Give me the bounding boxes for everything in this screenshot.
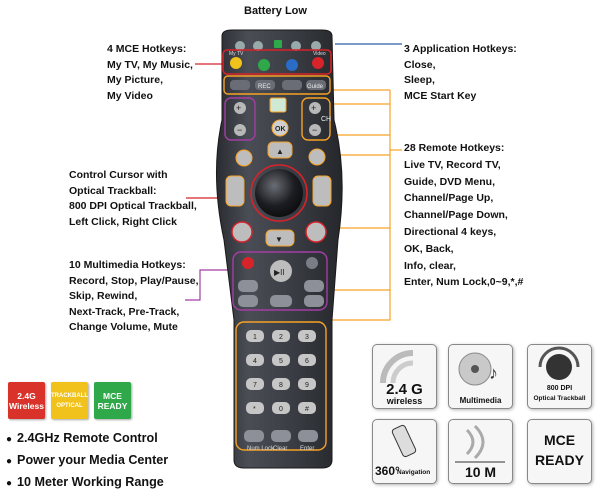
callout-title: 4 MCE Hotkeys:	[107, 43, 187, 55]
svg-text:−: −	[312, 125, 317, 135]
mce-hotkeys-callout: 4 MCE Hotkeys: My TV, My Music, My Pictu…	[107, 43, 193, 102]
bullet-item: Power your Media Center	[6, 450, 168, 472]
trackball-icon	[538, 346, 580, 380]
multimedia-tile: ♪ Multimedia	[448, 344, 513, 409]
keypad-key-label: 1	[253, 334, 257, 341]
svg-text:♪: ♪	[489, 363, 498, 383]
keypad-key	[272, 402, 290, 414]
trackball-tile: 800 DPI Optical Trackball	[527, 344, 592, 409]
svg-text:+: +	[236, 103, 241, 113]
keypad-key	[246, 330, 264, 342]
svg-text:OK: OK	[275, 126, 286, 133]
keypad-key	[298, 354, 316, 366]
music-disc-icon: ♪	[458, 352, 498, 386]
navigation-tile: 360° Navigation	[372, 419, 437, 484]
feature-bullets: 2.4GHz Remote Control Power your Media C…	[6, 428, 168, 494]
ch-text: CH	[321, 116, 331, 123]
keypad-key-label: 3	[305, 334, 309, 341]
my-tv-text: My TV	[229, 51, 244, 57]
trackball-ring	[250, 164, 308, 222]
keypad-key-label: 2	[279, 334, 283, 341]
keypad-key	[272, 330, 290, 342]
svg-text:▲: ▲	[276, 147, 284, 156]
mce-ready-tile: MCE READY	[527, 419, 592, 484]
keypad-outline	[235, 321, 327, 451]
keypad-key-label: 0	[279, 406, 283, 413]
remote-hand-icon	[391, 424, 417, 458]
app-hotkeys-callout: 3 Application Hotkeys: Close, Sleep, MCE…	[404, 43, 517, 102]
keypad-key	[246, 354, 264, 366]
my-music-key	[258, 59, 270, 71]
my-video-key	[312, 57, 324, 69]
num-lock-text: Num Lock	[247, 446, 275, 452]
battery-low-label: Battery Low	[244, 5, 307, 17]
battery-led	[274, 40, 282, 48]
cursor-callout: Control Cursor with Optical Trackball: 8…	[69, 169, 197, 228]
remote-hotkeys-callout: 28 Remote Hotkeys: Live TV, Record TV, G…	[404, 142, 524, 289]
keypad-key	[298, 330, 316, 342]
bullet-item: 10 Meter Working Range	[6, 472, 168, 494]
svg-text:▶II: ▶II	[274, 268, 285, 277]
my-video-text: Video	[313, 51, 326, 57]
enter-text: Enter	[300, 446, 314, 452]
keypad-key-label: 5	[279, 358, 283, 365]
svg-text:+: +	[311, 103, 316, 113]
trackball	[255, 169, 303, 217]
my-tv-key	[230, 57, 242, 69]
multimedia-callout: 10 Multimedia Hotkeys: Record, Stop, Pla…	[69, 259, 199, 333]
keypad-key	[298, 402, 316, 414]
bullet-item: 2.4GHz Remote Control	[6, 428, 168, 450]
signal-arcs-icon	[455, 424, 505, 463]
svg-text:−: −	[237, 125, 242, 135]
keypad-key	[272, 378, 290, 390]
clear-text: Clear	[273, 446, 287, 452]
mce-hotkeys-outline	[222, 49, 332, 75]
svg-text:▼: ▼	[275, 235, 283, 244]
guide-key-text: Guide	[307, 84, 324, 90]
range-tile: 10 M	[448, 419, 513, 484]
my-picture-key	[286, 59, 298, 71]
keypad-key-label: #	[305, 406, 309, 413]
keypad-key	[246, 402, 264, 414]
wireless-tile: 2.4 G wireless	[372, 344, 437, 409]
keypad-key	[298, 378, 316, 390]
keypad-key-label: *	[253, 406, 256, 413]
keypad-key-label: 6	[305, 358, 309, 365]
rec-key-text: REC	[258, 84, 271, 90]
keypad-key	[246, 378, 264, 390]
wireless-waves-icon	[380, 350, 414, 384]
keypad-key	[272, 354, 290, 366]
keypad-key-label: 8	[279, 382, 283, 389]
top-key-row	[235, 41, 321, 51]
keypad-key-label: 4	[253, 358, 257, 365]
keypad-key-label: 7	[253, 382, 257, 389]
keypad-key-label: 9	[305, 382, 309, 389]
